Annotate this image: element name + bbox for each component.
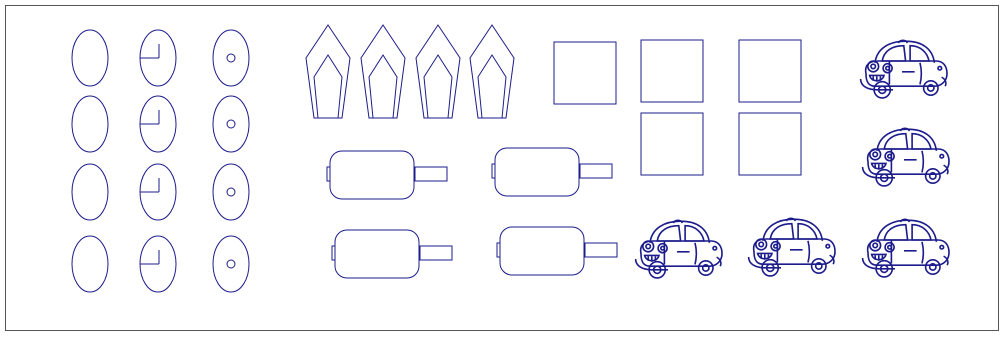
connector-tab-right (579, 163, 613, 179)
crystal-tag-inner (423, 54, 453, 119)
car-cartoon-drawing (861, 218, 950, 278)
connector-piece (326, 150, 448, 200)
crystal-tag-outer (360, 24, 406, 119)
oval-shape-center-hole (212, 95, 250, 153)
car-cartoon (859, 39, 948, 99)
oval-center-hole (226, 187, 236, 197)
oval-shape-radius-line (139, 235, 177, 293)
oval-shape-plain (71, 29, 109, 87)
crystal-tags-layer (305, 24, 515, 119)
connector-body (494, 147, 580, 197)
oval-shape-radius-line (139, 163, 177, 221)
oval-shape-radius-line (139, 29, 177, 87)
car-cartoon-drawing (747, 217, 836, 277)
crystal-tag (360, 24, 406, 119)
crystal-tag-inner (368, 54, 398, 119)
oval-shape-plain (71, 235, 109, 293)
oval-outline (71, 235, 109, 293)
crystal-tag (469, 24, 515, 119)
oval-center-hole (226, 259, 236, 269)
oval-outline (71, 29, 109, 87)
connector-piece (491, 147, 613, 197)
crystal-tag (305, 24, 351, 119)
oval-outline (212, 235, 250, 293)
oval-shape-plain (71, 95, 109, 153)
square-shape (553, 41, 617, 105)
connector-piece (496, 226, 618, 276)
car-cartoons-layer (634, 39, 950, 279)
car-cartoon (861, 127, 950, 187)
car-cartoon-drawing (859, 39, 948, 99)
squares-layer (553, 39, 802, 176)
oval-shape-radius-line (139, 95, 177, 153)
crystal-tag-inner (477, 54, 507, 119)
crystal-tag-inner (313, 54, 343, 119)
crystal-tag-outer (415, 24, 461, 119)
connector-pieces-layer (326, 147, 618, 279)
car-cartoon (747, 217, 836, 277)
connector-body (499, 226, 585, 276)
square-shape (738, 39, 802, 103)
oval-outline (212, 163, 250, 221)
crystal-tag (415, 24, 461, 119)
oval-shape-plain (71, 163, 109, 221)
oval-center-hole (226, 119, 236, 129)
connector-piece (331, 229, 453, 279)
oval-outline (212, 29, 250, 87)
sheet-frame (5, 5, 999, 331)
connector-tab-right (419, 245, 453, 261)
car-cartoon-drawing (861, 127, 950, 187)
connector-tab-right (584, 242, 618, 258)
oval-shape-center-hole (212, 235, 250, 293)
oval-shape-center-hole (212, 29, 250, 87)
connector-body (334, 229, 420, 279)
car-cartoon (634, 219, 723, 279)
oval-outline (71, 95, 109, 153)
square-shape (640, 39, 704, 103)
crystal-tag-outer (469, 24, 515, 119)
crystal-tag-outer (305, 24, 351, 119)
connector-body (329, 150, 415, 200)
car-cartoon (861, 218, 950, 278)
oval-shape-center-hole (212, 163, 250, 221)
square-shape (640, 112, 704, 176)
car-cartoon-drawing (634, 219, 723, 279)
oval-outline (212, 95, 250, 153)
ovals-layer (71, 29, 250, 293)
oval-outline (71, 163, 109, 221)
oval-center-hole (226, 53, 236, 63)
square-shape (738, 112, 802, 176)
connector-tab-right (414, 166, 448, 182)
